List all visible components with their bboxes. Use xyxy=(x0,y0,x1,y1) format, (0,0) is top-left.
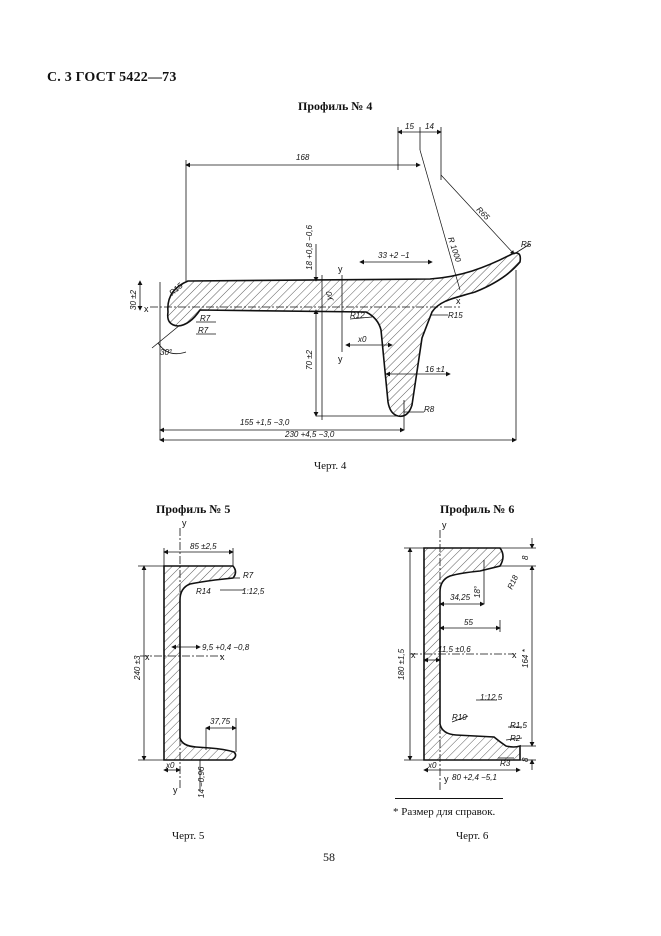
p6-dim-8-top: 8 xyxy=(521,555,530,560)
p4-dim-r7b: R7 xyxy=(198,326,209,335)
p5-dim-240: 240 ±3 xyxy=(133,655,142,681)
p4-dim-r8: R8 xyxy=(424,405,435,414)
page-number: 58 xyxy=(323,850,335,864)
p4-dim-70: 70 ±2 xyxy=(305,349,314,370)
p6-dim-18deg: 18° xyxy=(473,585,482,598)
page-header: С. 3 ГОСТ 5422—73 xyxy=(47,70,177,85)
p4-dim-16: 16 ±1 xyxy=(425,365,445,374)
p4-dim-30: 30 ±2 xyxy=(129,289,138,310)
p6-dim-r2: R2 xyxy=(510,734,521,743)
p5-dim-slope: 1:12,5 xyxy=(242,587,265,596)
profile-6-labels: 8 8 R18 34,25 18° 55 180 ±1,5 164 * 11,5… xyxy=(397,520,530,784)
profile-6-title: Профиль № 6 xyxy=(440,502,515,516)
p4-axis-y-bottom: y xyxy=(338,354,343,364)
p5-dim-r14: R14 xyxy=(196,587,211,596)
p6-dim-80: 80 +2,4 −5,1 xyxy=(452,773,497,782)
p6-axis-x-left: x xyxy=(411,650,416,660)
footnote-rule xyxy=(395,798,503,799)
p4-dim-33: 33 +2 −1 xyxy=(378,251,410,260)
p5-axis-x-right: x xyxy=(220,652,225,662)
p6-axis-x-right: x xyxy=(512,650,517,660)
p5-dim-14: 14 −0,96 xyxy=(197,766,206,798)
p4-dim-14: 14 xyxy=(425,122,434,131)
p6-dim-8-bottom: 8 xyxy=(521,757,530,762)
p5-dim-r7: R7 xyxy=(243,571,254,580)
p4-axis-y-top: y xyxy=(338,264,343,274)
p5-axis-x0: x0 xyxy=(165,761,175,770)
p4-dim-r7a: R7 xyxy=(200,314,211,323)
p4-axis-x-right: x xyxy=(456,296,461,306)
figure-6-caption: Черт. 6 xyxy=(456,830,489,842)
p4-dim-r12: R12 xyxy=(350,311,365,320)
p5-dim-3775: 37,75 xyxy=(210,717,231,726)
p4-dim-18: 18 +0,8 −0,6 xyxy=(305,225,314,270)
p5-dim-95: 9,5 +0,4 −0,8 xyxy=(202,643,250,652)
p6-dim-slope: 1:12,5 xyxy=(480,693,503,702)
figure-4-caption: Черт. 4 xyxy=(314,460,347,472)
p4-axis-y0: y0 xyxy=(325,291,334,301)
p5-axis-y-top: y xyxy=(182,518,187,528)
p6-axis-y-bottom: y xyxy=(444,774,449,784)
p6-dim-180: 180 ±1,5 xyxy=(397,648,406,680)
p5-axis-y-bottom: y xyxy=(173,785,178,795)
profile-5-drawing xyxy=(138,528,244,790)
profile-6-section xyxy=(423,547,521,761)
p4-dim-r5: R5 xyxy=(521,240,532,249)
p6-dim-r15: R1,5 xyxy=(510,721,527,730)
p4-dim-r15b: R15 xyxy=(448,311,463,320)
p6-dim-164: 164 * xyxy=(521,648,530,668)
p6-dim-3425: 34,25 xyxy=(450,593,471,602)
p5-axis-x-left: x xyxy=(145,652,150,662)
profile-4-title: Профиль № 4 xyxy=(298,99,373,113)
profile-5-title: Профиль № 5 xyxy=(156,502,231,516)
profile-6-drawing xyxy=(404,530,536,790)
profile-4-section xyxy=(166,252,522,418)
p6-dim-r10: R10 xyxy=(452,713,467,722)
p6-dim-r18: R18 xyxy=(506,573,521,591)
p6-dim-115: 11,5 ±0,6 xyxy=(438,645,471,654)
p6-dim-55: 55 xyxy=(464,618,473,627)
p4-dim-230: 230 +4,5 −3,0 xyxy=(284,430,335,439)
p6-dim-r3: R3 xyxy=(500,759,511,768)
p4-dim-15: 15 xyxy=(405,122,414,131)
p4-dim-168: 168 xyxy=(296,153,310,162)
p4-dim-r65: R65 xyxy=(475,205,492,222)
p4-dim-angle: 30° xyxy=(160,348,173,357)
p6-axis-y-top: y xyxy=(442,520,447,530)
p4-dim-155: 155 +1,5 −3,0 xyxy=(240,418,290,427)
figure-5-caption: Черт. 5 xyxy=(172,830,205,842)
profile-5-labels: 85 ±2,5 R7 R14 1:12,5 240 ±3 9,5 +0,4 −0… xyxy=(133,518,265,798)
p4-axis-x0: x0 xyxy=(357,335,367,344)
p4-axis-x-left: x xyxy=(144,304,149,314)
p6-axis-x0: x0 xyxy=(427,761,437,770)
profile-4-drawing xyxy=(137,127,531,443)
p5-dim-85: 85 ±2,5 xyxy=(190,542,217,551)
footnote: * Размер для справок. xyxy=(393,806,496,818)
